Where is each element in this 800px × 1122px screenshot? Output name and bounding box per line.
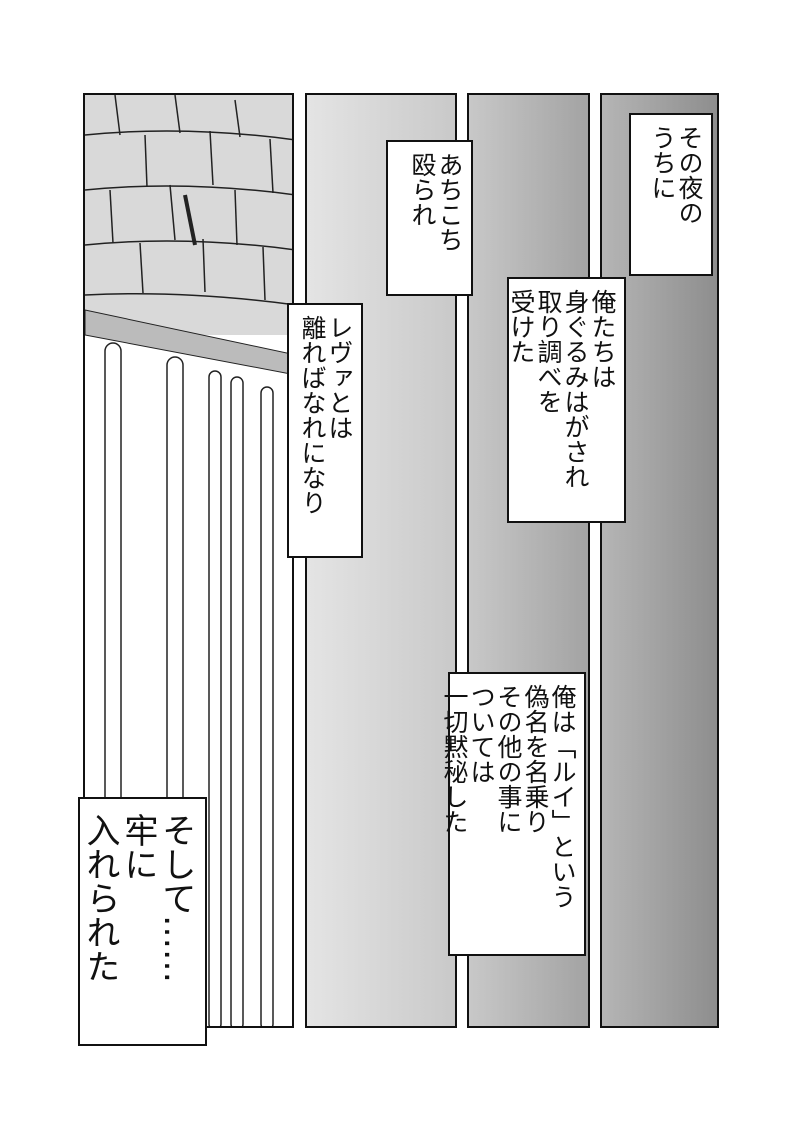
caption-line: 牢に: [118, 813, 158, 881]
caption-night: その夜の うちに: [629, 113, 713, 276]
caption-line: 一切黙秘した: [440, 684, 469, 834]
caption-alias: 俺は「ルイ」という 偽名を名乗り その他の事に ついては 一切黙秘した: [440, 672, 586, 956]
caption-jailed: そして…… 牢に 入れられた: [78, 797, 207, 1046]
caption-line: 取り調べを: [534, 289, 563, 414]
caption-line: そして……: [156, 813, 196, 983]
caption-line: 離ればなれになり: [298, 315, 327, 515]
caption-line: 入れられた: [80, 813, 120, 983]
caption-line: 殴られ: [408, 152, 437, 227]
caption-beaten: あちこち 殴られ: [386, 140, 473, 296]
caption-line: その夜の: [675, 125, 704, 225]
caption-line: 身ぐるみはがされ: [561, 289, 590, 489]
caption-line: 俺は「ルイ」という: [548, 684, 577, 909]
caption-line: うちに: [648, 125, 677, 200]
caption-separated: レヴァとは 離ればなれになり: [287, 303, 363, 558]
prison-wall-illustration: [85, 95, 292, 1026]
caption-line: レヴァとは: [325, 315, 354, 440]
caption-line: 俺たちは: [588, 289, 617, 389]
caption-line: 偽名を名乗り: [521, 684, 550, 834]
caption-stripped: 俺たちは 身ぐるみはがされ 取り調べを 受けた: [507, 277, 626, 523]
caption-line: あちこち: [435, 152, 464, 252]
caption-line: その他の事に: [494, 684, 523, 834]
caption-line: 受けた: [507, 289, 536, 364]
caption-line: ついては: [467, 684, 496, 784]
